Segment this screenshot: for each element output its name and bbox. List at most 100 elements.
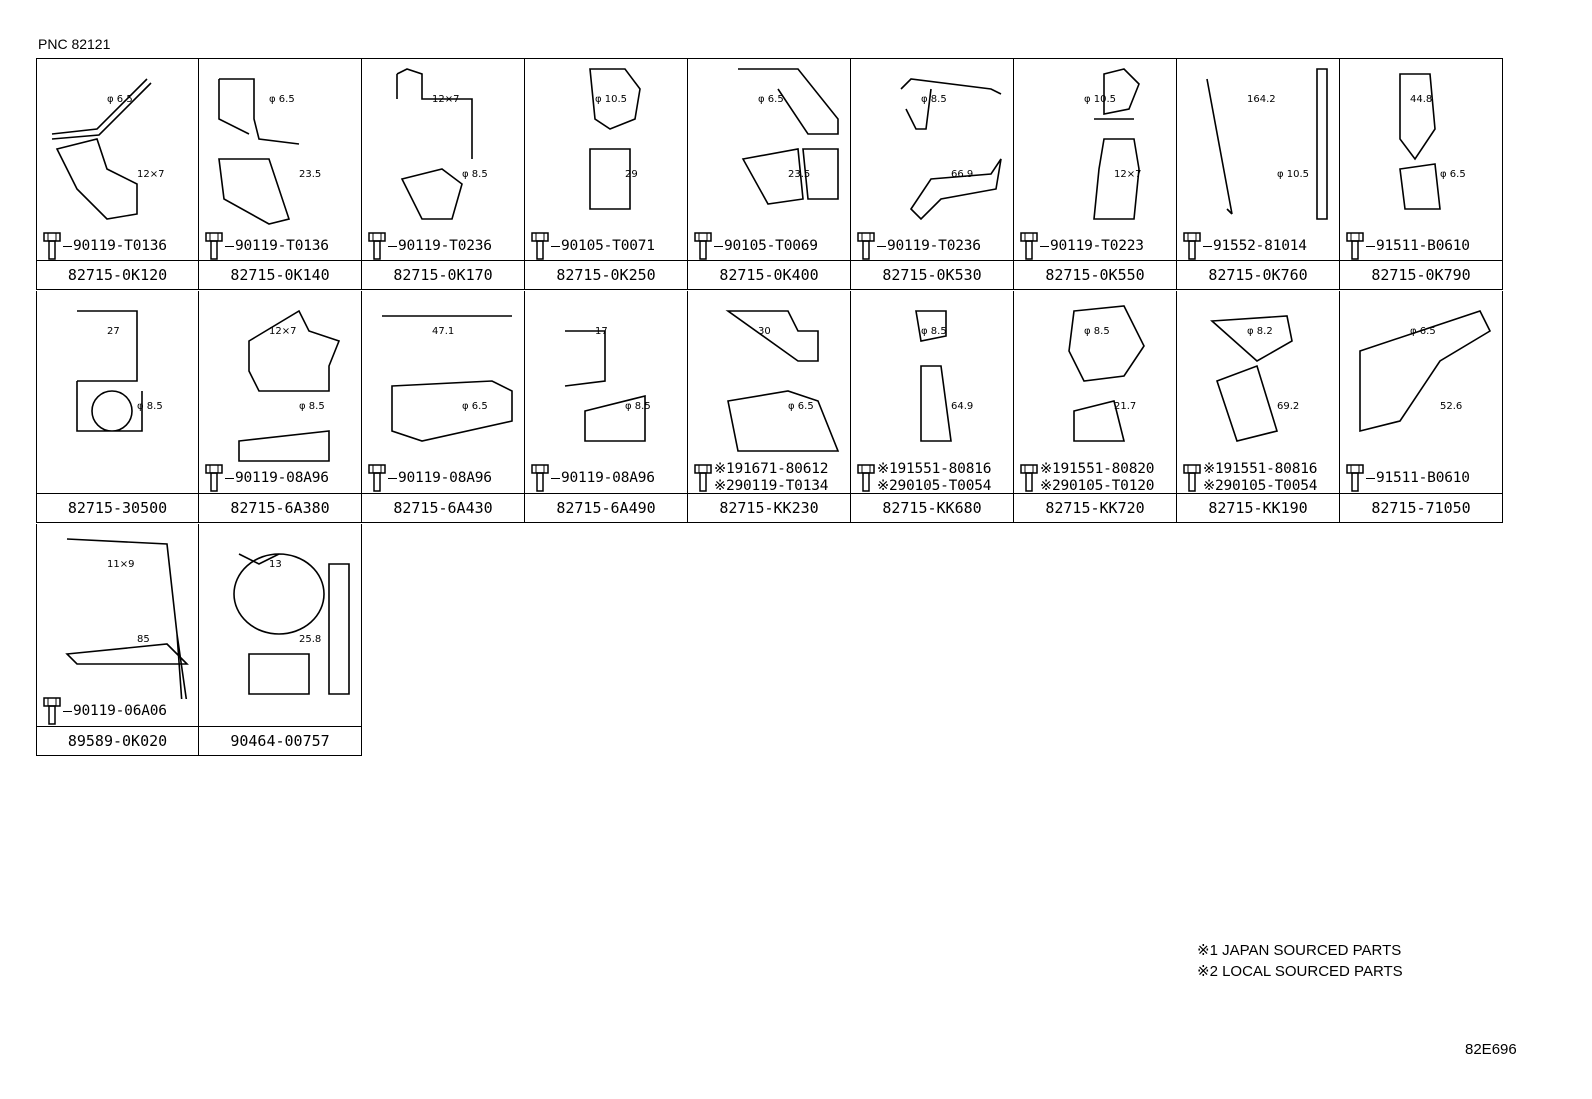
part-number[interactable]: 82715-6A430 [362, 493, 524, 522]
bolt-part-number[interactable]: ※191671-80612 [714, 461, 829, 477]
bolt-part-number[interactable]: 90119-08A96 [388, 470, 492, 486]
part-number[interactable]: 89589-0K020 [37, 726, 198, 755]
bolt-callout: 91511-B0610 [1344, 229, 1500, 263]
bolt-icon [368, 464, 386, 492]
bolt-part-number[interactable]: 91511-B0610 [1366, 470, 1470, 486]
bolt-part-number[interactable]: ※191551-80820 [1040, 461, 1155, 477]
bolt-part-number[interactable]: ※290119-T0134 [714, 478, 829, 494]
part-number[interactable]: 82715-6A380 [199, 493, 361, 522]
bolt-icon [43, 232, 61, 260]
dimension-label: 12×7 [137, 169, 165, 180]
part-sketch [1359, 310, 1492, 433]
dimension-label: φ 8.5 [625, 401, 651, 412]
bolt-icon [1346, 232, 1364, 260]
bolt-icon [43, 697, 61, 725]
dimension-label: φ 8.5 [137, 401, 163, 412]
bolt-part-number[interactable]: 91511-B0610 [1366, 238, 1470, 254]
part-sketch [233, 553, 350, 695]
part-number[interactable]: 82715-71050 [1340, 493, 1502, 522]
dimension-label: 23.5 [788, 169, 811, 180]
dimension-label: φ 6.5 [269, 94, 295, 105]
part-sketch [1206, 68, 1328, 220]
dimension-label: φ 6.5 [462, 401, 488, 412]
bolt-part-number[interactable]: 90119-T0136 [63, 238, 167, 254]
dimension-label: 85 [137, 634, 150, 645]
part-number[interactable]: 82715-6A490 [525, 493, 687, 522]
dimension-label: φ 10.5 [1084, 94, 1117, 105]
bolt-icon [368, 232, 386, 260]
part-number[interactable]: 82715-0K400 [688, 260, 850, 289]
part-sketch [382, 315, 513, 442]
bolt-part-number[interactable]: 90105-T0071 [551, 238, 655, 254]
part-number[interactable]: 82715-KK190 [1177, 493, 1339, 522]
part-number[interactable]: 82715-0K530 [851, 260, 1013, 289]
part-number[interactable]: 82715-0K140 [199, 260, 361, 289]
dimension-label: 69.2 [1277, 401, 1300, 412]
part-number[interactable]: 82715-0K250 [525, 260, 687, 289]
part-number[interactable]: 82715-KK720 [1014, 493, 1176, 522]
bolt-icon [1183, 232, 1201, 260]
part-cell[interactable]: φ 8.5 66.9 90119-T0236 82715-0K530 [851, 58, 1014, 290]
bolt-callout: 90105-T0071 [529, 229, 685, 263]
dimension-label: 66.9 [951, 169, 974, 180]
part-number[interactable]: 82715-KK230 [688, 493, 850, 522]
part-number[interactable]: 82715-0K120 [37, 260, 198, 289]
dimension-label: φ 8.5 [921, 94, 947, 105]
bolt-callout: ※191551-80816※290105-T0054 [855, 461, 1011, 495]
bolt-part-number[interactable]: 90119-08A96 [551, 470, 655, 486]
part-number[interactable]: 82715-0K170 [362, 260, 524, 289]
bolt-part-number[interactable]: 91552-81014 [1203, 238, 1307, 254]
bolt-part-number[interactable]: ※191551-80816 [877, 461, 992, 477]
parts-grid: φ 6.5 12×7 90119-T0136 82715-0K120 φ 6.5 23.5… [36, 58, 1503, 757]
bolt-part-number[interactable]: 90119-T0236 [877, 238, 981, 254]
dimension-label: 27 [107, 326, 120, 337]
dimension-label: 29 [625, 169, 638, 180]
bolt-part-number[interactable]: ※191551-80816 [1203, 461, 1318, 477]
dimension-label: 25.8 [299, 634, 322, 645]
bolt-part-number[interactable]: 90119-T0236 [388, 238, 492, 254]
bolt-callout: 90105-T0069 [692, 229, 848, 263]
source-notes: ※1 JAPAN SOURCED PARTS ※2 LOCAL SOURCED … [1197, 940, 1403, 982]
bolt-part-number[interactable]: ※290105-T0054 [1203, 478, 1318, 494]
part-number[interactable]: 82715-0K550 [1014, 260, 1176, 289]
dimension-label: φ 6.5 [1410, 326, 1436, 337]
part-sketch [738, 68, 839, 205]
part-number[interactable]: 82715-KK680 [851, 493, 1013, 522]
bolt-callout: ※191551-80816※290105-T0054 [1181, 461, 1337, 495]
part-cell[interactable]: 27 φ 8.5 82715-30500 [36, 291, 199, 523]
bolt-callout: 90119-08A96 [529, 461, 685, 495]
part-number[interactable]: 82715-30500 [37, 493, 198, 522]
bolt-callout: 90119-08A96 [203, 461, 359, 495]
bolt-part-number[interactable]: 90119-T0136 [225, 238, 329, 254]
part-number[interactable]: 82715-0K760 [1177, 260, 1339, 289]
bolt-part-number[interactable]: 90105-T0069 [714, 238, 818, 254]
bolt-callout: 90119-T0236 [366, 229, 522, 263]
part-number[interactable]: 90464-00757 [199, 726, 361, 755]
part-number[interactable]: 82715-0K790 [1340, 260, 1502, 289]
bolt-part-number[interactable]: ※290105-T0054 [877, 478, 992, 494]
bolt-part-number[interactable]: 90119-06A06 [63, 703, 167, 719]
bolt-part-number[interactable]: ※290105-T0120 [1040, 478, 1155, 494]
bolt-part-number[interactable]: 90119-T0223 [1040, 238, 1144, 254]
bolt-part-number[interactable]: 90119-08A96 [225, 470, 329, 486]
pnc-label: PNC 82121 [38, 36, 111, 52]
part-sketch [915, 310, 952, 442]
